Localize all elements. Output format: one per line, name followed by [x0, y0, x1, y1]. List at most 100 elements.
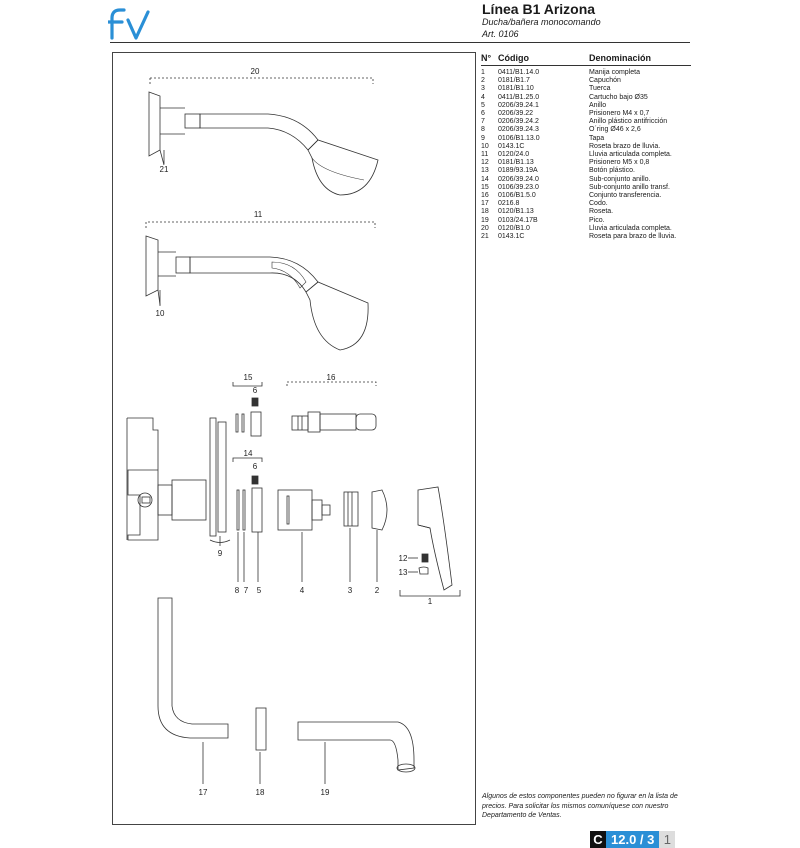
col-code-header: Código: [498, 53, 529, 63]
part-code: 0120/24.0: [498, 151, 530, 159]
part-name: Pico.: [589, 216, 605, 224]
callout-4: 4: [300, 586, 305, 595]
table-row: 6 0206/39.22 Prisionero M4 x 0,7: [481, 110, 691, 118]
part-16-transfer-set: [286, 381, 377, 433]
part-name: Manija completa: [589, 69, 640, 76]
callout-18: 18: [256, 788, 265, 797]
fv-logo-icon: [108, 8, 150, 40]
callout-7: 7: [244, 586, 249, 595]
part-name: Capuchón: [589, 77, 621, 85]
table-row: 11 0120/24.0 Lluvia articulada completa.: [481, 151, 691, 159]
part-name: Tuerca: [589, 85, 611, 93]
callout-17: 17: [199, 788, 208, 797]
part-code: 0181/B1.7: [498, 77, 530, 85]
part-number: 19: [481, 216, 489, 224]
article-number: Art. 0106: [482, 29, 519, 39]
document-title: Línea B1 Arizona: [482, 1, 596, 17]
footer-note: Algunos de estos componentes pueden no f…: [482, 793, 678, 819]
callout-5: 5: [257, 586, 262, 595]
part-number: 9: [481, 134, 485, 142]
part-15-ring-set: [232, 382, 263, 437]
part-code: 0120/B1.0: [498, 224, 530, 232]
part-20-shower-assembly: [148, 77, 379, 196]
callout-2: 2: [375, 586, 380, 595]
part-code: 0106/B1.5.0: [498, 192, 536, 200]
part-name: Anillo: [589, 101, 607, 109]
part-number: 5: [481, 101, 485, 109]
part-number: 7: [481, 118, 485, 126]
part-name: Lluvia articulada completa.: [589, 224, 672, 232]
part-name: Anillo plástico antifricción: [589, 118, 668, 126]
part-9-cover: [209, 417, 217, 537]
part-name: O´ring Ø46 x 2,6: [589, 126, 641, 134]
part-number: 6: [481, 110, 485, 118]
part-name: Botón plástico.: [589, 167, 635, 175]
part-code: 0103/24.17B: [498, 216, 538, 224]
part-code: 0143.1C: [498, 142, 525, 150]
part-code: 0206/39.24.3: [498, 126, 539, 134]
callout-12: 12: [399, 554, 408, 563]
part-code: 0189/93.19A: [498, 167, 538, 175]
part-code: 0143.1C: [498, 233, 525, 241]
part-code: 0181/B1.13: [498, 159, 534, 167]
part-number: 3: [481, 85, 485, 93]
part-number: 10: [481, 142, 489, 150]
page-code: 12.0 / 3: [606, 831, 660, 848]
callout-10: 10: [156, 309, 165, 318]
part-number: 1: [481, 69, 485, 76]
callout-1: 1: [428, 597, 433, 606]
part-code: 0216.8: [498, 200, 520, 208]
callout-3: 3: [348, 586, 353, 595]
part-name: Cartucho bajo Ø35: [589, 93, 648, 101]
part-name: Prisionero M5 x 0,8: [589, 159, 650, 167]
header-divider: [110, 42, 690, 43]
document-subtitle: Ducha/bañera monocomando: [482, 17, 601, 27]
valve-body: [126, 417, 207, 541]
part-name: Roseta para brazo de lluvia.: [589, 233, 677, 241]
part-name: Sub-conjunto anillo transf.: [589, 183, 670, 191]
page-reference: C 12.0 / 3 1: [590, 831, 676, 848]
part-17-elbow: [157, 597, 229, 739]
part-name: Prisionero M4 x 0,7: [589, 110, 650, 118]
col-name-header: Denominación: [589, 53, 652, 63]
table-row: 5 0206/39.24.1 Anillo: [481, 102, 691, 110]
part-number: 11: [481, 151, 489, 159]
part-name: Tapa: [589, 134, 605, 142]
part-number: 15: [481, 183, 489, 191]
part-3-nut: [343, 491, 359, 527]
part-name: Lluvia articulada completa.: [589, 151, 672, 159]
part-code: 0411/B1.25.0: [498, 93, 540, 101]
part-code: 0206/39.24.1: [498, 101, 539, 109]
callout-13: 13: [399, 568, 408, 577]
part-name: Sub-conjunto anillo.: [589, 175, 651, 183]
part-11-shower-assembly: [145, 221, 376, 351]
part-code: 0206/39.22: [498, 110, 534, 118]
part-1-handle: [399, 486, 461, 597]
callout-9: 9: [218, 549, 223, 558]
callout-11: 11: [254, 210, 263, 219]
part-number: 12: [481, 159, 489, 167]
callout-8: 8: [235, 586, 240, 595]
part-number: 14: [481, 175, 489, 183]
section-letter: C: [590, 831, 606, 848]
part-code: 0120/B1.13: [498, 208, 534, 216]
part-name: Codo.: [589, 200, 608, 208]
part-code: 0181/B1.10: [498, 85, 534, 93]
table-row: 20 0120/B1.0 Lluvia articulada completa.: [481, 225, 691, 233]
callout-14: 14: [244, 449, 253, 458]
callout-16: 16: [327, 373, 336, 382]
part-number: 18: [481, 208, 489, 216]
callout-15: 15: [244, 373, 253, 382]
part-code: 0411/B1.14.0: [498, 69, 540, 76]
part-number: 20: [481, 224, 489, 232]
